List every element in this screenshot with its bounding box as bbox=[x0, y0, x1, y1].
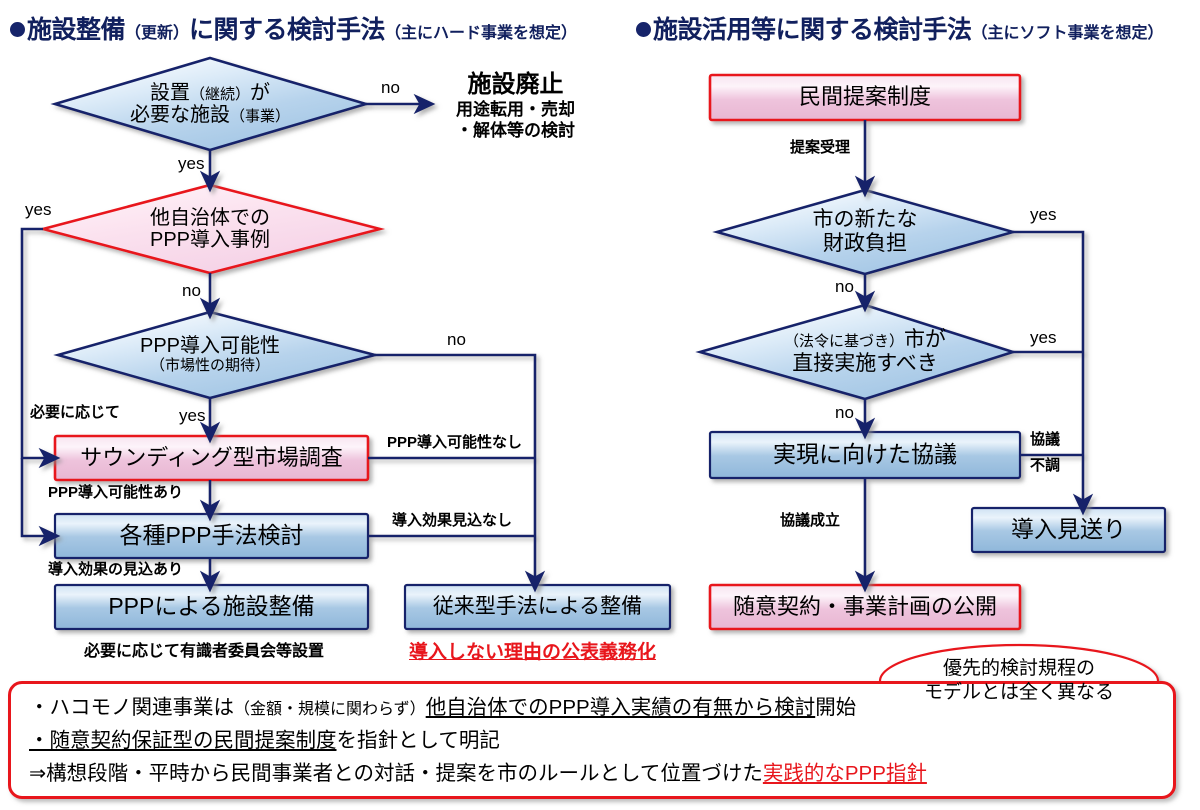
right-box-contract-plan-disclosure-label: 随意契約・事業計画の公開 bbox=[732, 593, 997, 619]
right-edge-label-agreed: 協議成立 bbox=[780, 512, 841, 529]
summary-line-3: ⇒構想段階・平時から民間事業者との対話・提案を市のルールとして位置づけた実践的な… bbox=[29, 762, 927, 785]
left-box-ppp-methods-label: 各種PPP手法検討 bbox=[119, 522, 304, 549]
right-box-postpone-adoption bbox=[970, 506, 1167, 554]
left-decision-other-municipality-label: 他自治体での PPP導入事例 bbox=[149, 206, 271, 251]
right-section-header: 施設活用等に関する検討手法（主にソフト事業を想定） bbox=[636, 10, 1164, 46]
right-edge-label-yes1: yes bbox=[1030, 205, 1057, 224]
left-edge-label-yes1: yes bbox=[178, 154, 205, 173]
right-box-realization-consultation-label: 実現に向けた協議 bbox=[773, 441, 957, 468]
callout-note: 優先的検討規程の モデルとは全く異なる bbox=[880, 645, 1158, 717]
left-edge-label-no3: no bbox=[447, 330, 466, 349]
right-decision-new-fiscal-burden-label: 市の新たな 財政負担 bbox=[812, 208, 918, 255]
left-section-header: 施設整備（更新）に関する検討手法（主にハード事業を想定） bbox=[10, 10, 577, 46]
right-header-main: 施設活用等に関する検討手法 bbox=[653, 16, 972, 44]
bullet-icon bbox=[636, 22, 651, 37]
right-edge-label-yes2: yes bbox=[1030, 328, 1057, 347]
left-edge-label-no1: no bbox=[381, 78, 400, 97]
note-under-ppp-development: 必要に応じて有識者委員会等設置 bbox=[84, 643, 325, 660]
left-decision-facility-needed-label: 設置（継続）が 必要な施設（事業） bbox=[129, 81, 290, 126]
left-edge-label-ppp-possible: PPP導入可能性あり bbox=[48, 484, 184, 501]
right-edge-label-accept: 提案受理 bbox=[790, 139, 851, 156]
summary-box: ・ハコモノ関連事業は（金額・規模に関わらず）他自治体でのPPP導入実績の有無から… bbox=[8, 681, 1176, 799]
left-edge-label-yes3: yes bbox=[179, 406, 206, 425]
left-connectors bbox=[20, 93, 546, 593]
left-box-conventional-method-label: 従来型手法による整備 bbox=[432, 595, 643, 619]
left-decision-ppp-feasibility-label: PPP導入可能性 （市場性の期待） bbox=[139, 335, 281, 374]
right-decision-city-direct-label: （法令に基づき）市が 直接実施すべき bbox=[783, 328, 946, 375]
left-header-main2: に関する検討手法 bbox=[189, 16, 386, 44]
left-terminal-facility-abolition: 施設廃止 用途転用・売却 ・解体等の検討 bbox=[456, 71, 575, 141]
right-column-shapes bbox=[695, 73, 1167, 631]
right-header-sub: （主にソフト事業を想定） bbox=[971, 25, 1164, 42]
left-edge-label-yes2: yes bbox=[25, 200, 52, 219]
left-box-sounding-survey-label: サウンディング型市場調査 bbox=[80, 444, 343, 470]
left-edge-label-as-needed: 必要に応じて bbox=[30, 404, 121, 421]
left-edge-label-effect-expected: 導入効果の見込あり bbox=[48, 561, 184, 578]
right-connectors bbox=[854, 120, 1094, 593]
left-header-paren: （更新） bbox=[125, 25, 190, 42]
callout-text: 優先的検討規程の モデルとは全く異なる bbox=[923, 658, 1114, 703]
note-under-conventional-method: 導入しない理由の公表義務化 bbox=[409, 642, 657, 663]
left-edge-label-no2: no bbox=[182, 281, 201, 300]
right-edge-label-fail1: 協議 bbox=[1030, 431, 1061, 448]
right-edge-label-fail2: 不調 bbox=[1030, 457, 1061, 474]
summary-line-2: ・随意契約保証型の民間提案制度を指針として明記 bbox=[29, 729, 500, 752]
left-header-main: 施設整備 bbox=[27, 16, 126, 44]
right-edge-label-no2: no bbox=[835, 403, 854, 422]
right-box-postpone-adoption-label: 導入見送り bbox=[1011, 516, 1126, 543]
bullet-icon bbox=[10, 22, 25, 37]
left-edge-label-effect-none: 導入効果見込なし bbox=[392, 512, 513, 529]
right-edge-label-no1: no bbox=[835, 277, 854, 296]
left-header-sub: （主にハード事業を想定） bbox=[385, 25, 578, 42]
left-edge-label-ppp-none: PPP導入可能性なし bbox=[387, 434, 523, 451]
left-box-ppp-development-label: PPPによる施設整備 bbox=[108, 593, 315, 620]
right-box-private-proposal-label: 民間提案制度 bbox=[798, 84, 931, 110]
summary-line-1: ・ハコモノ関連事業は（金額・規模に関わらず）他自治体でのPPP導入実績の有無から… bbox=[29, 696, 857, 719]
